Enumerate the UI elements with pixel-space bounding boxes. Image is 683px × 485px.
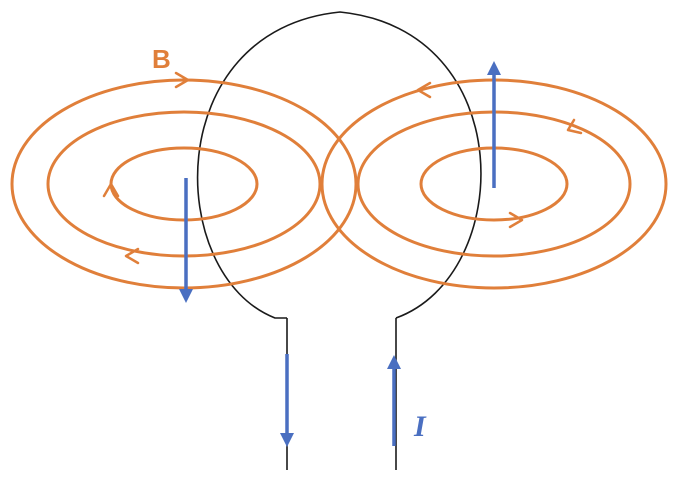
field-arrow-left-outer-top (174, 71, 190, 89)
current-label: I (413, 410, 427, 443)
field-arrow-left-inner-left (102, 182, 120, 198)
wire-loop-arc (196, 11, 482, 319)
current-direction-arrows (179, 61, 501, 447)
field-loop-left-outer (10, 78, 358, 290)
field-direction-arrows (102, 71, 583, 265)
field-arrow-right-middle-right (566, 118, 583, 135)
field-loop-left-inner (109, 146, 259, 222)
field-loops-left (10, 78, 358, 290)
field-arrow-left-middle-bottom (124, 247, 140, 265)
field-arrow-right-inner-bottom (508, 211, 524, 229)
field-label: B (152, 44, 171, 74)
field-arrow-right-outer-top (416, 81, 432, 99)
wire-loop (196, 11, 482, 470)
field-loop-left-middle (46, 110, 322, 258)
